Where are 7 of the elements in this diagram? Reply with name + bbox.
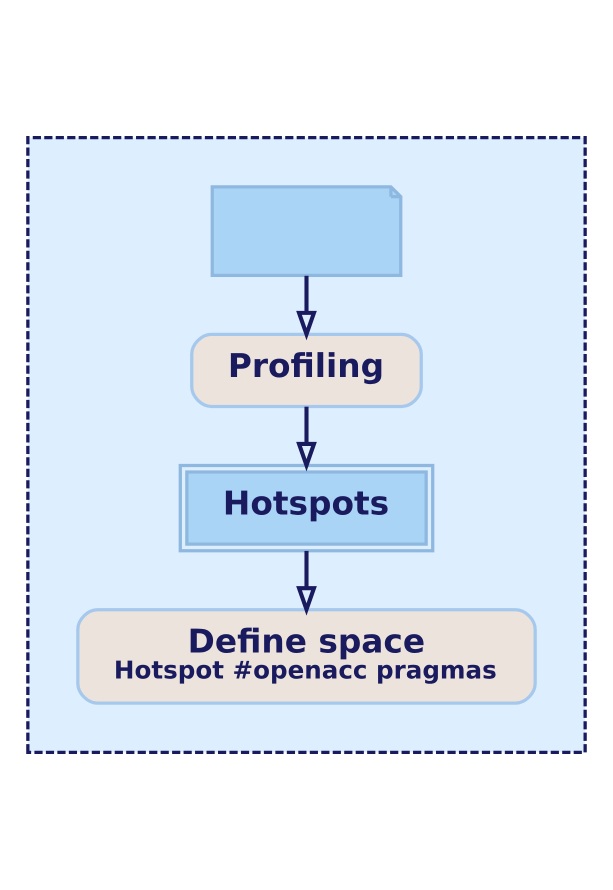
cluster [26, 136, 587, 754]
node-box: Define space Hotspot #openacc pragmas [76, 608, 537, 705]
node-box: Profiling [190, 332, 423, 408]
arrow [296, 276, 317, 340]
arrow [296, 406, 317, 472]
node-box: Hotspots [178, 464, 434, 552]
arrow [296, 550, 317, 616]
